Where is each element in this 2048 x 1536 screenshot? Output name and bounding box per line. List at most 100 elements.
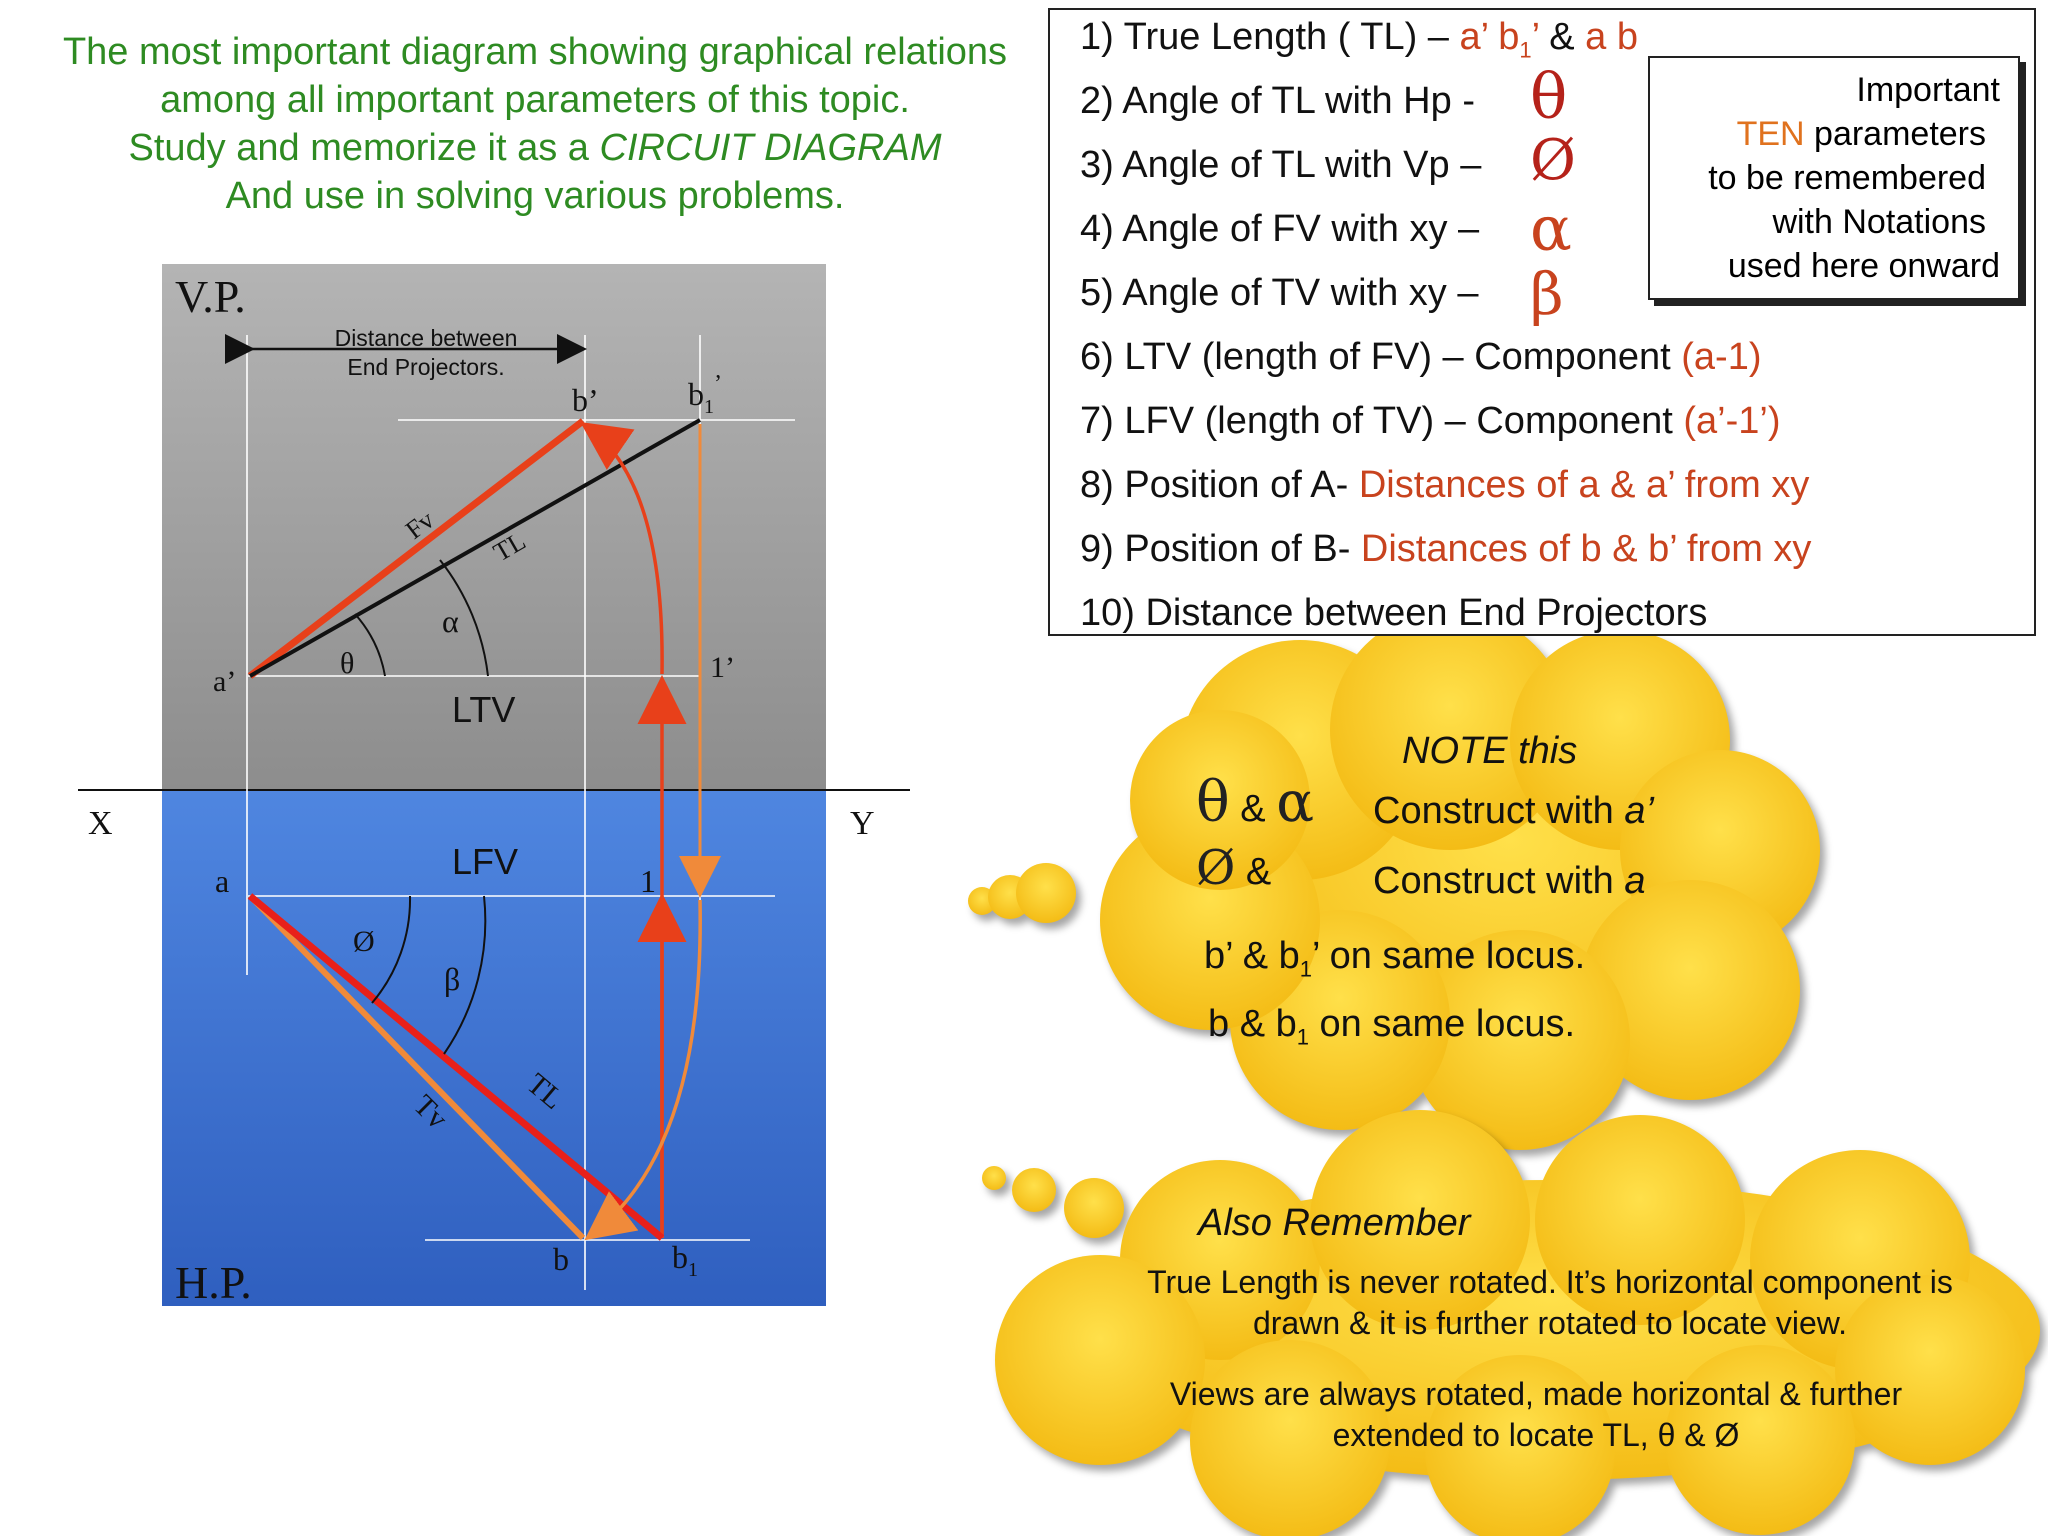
x-label: X bbox=[88, 805, 113, 842]
remember-p2-line-1: Views are always rotated, made horizonta… bbox=[1169, 1376, 1903, 1412]
note-row-1-amp: & bbox=[1240, 788, 1266, 830]
note-row-1: θ & α bbox=[1196, 770, 1314, 835]
point-b-dash: b’ bbox=[572, 382, 599, 418]
alpha-arc bbox=[439, 559, 489, 677]
point-b1-sub: 1 bbox=[688, 1259, 698, 1281]
note-alpha: α bbox=[1276, 770, 1315, 835]
note-row-1-label: Construct with bbox=[1373, 790, 1625, 832]
param-10: 10) Distance between End Projectors bbox=[1080, 592, 1708, 634]
callout-ten: TEN bbox=[1736, 115, 1805, 153]
param-8-prefix: 8) Position of A- bbox=[1080, 464, 1359, 506]
phi-symbol: Ø bbox=[1530, 128, 1576, 193]
note-row-2: Ø & bbox=[1196, 840, 1271, 896]
heading-line-4: And use in solving various problems. bbox=[225, 175, 845, 217]
beta-arc bbox=[443, 895, 487, 1055]
note-row-4-b: on same locus. bbox=[1308, 1003, 1576, 1045]
note-row-1-text: Construct with a’ bbox=[1373, 790, 1654, 833]
point-1-dash: 1’ bbox=[710, 651, 735, 684]
note-phi: Ø bbox=[1196, 840, 1236, 896]
note-row-2-amp: & bbox=[1245, 851, 1272, 893]
callout-line-1: Important bbox=[1856, 71, 2000, 109]
phi-label: Ø bbox=[353, 925, 375, 958]
note-row-3-a: b’ & b bbox=[1204, 935, 1300, 977]
remember-title: Also Remember bbox=[1198, 1202, 1471, 1244]
remember-p1-line-2: drawn & it is further rotated to locate … bbox=[1252, 1305, 1848, 1341]
note-row-1-italic: a’ bbox=[1624, 790, 1654, 832]
heading-line-3-prefix: Study and memorize it as a bbox=[128, 127, 600, 169]
distance-label-1: Distance between bbox=[335, 325, 518, 351]
param-1-red-sub: 1 bbox=[1519, 37, 1532, 63]
point-a: a bbox=[215, 863, 229, 899]
theta-label: θ bbox=[340, 647, 354, 680]
note-row-4-sub: 1 bbox=[1296, 1024, 1309, 1050]
param-6: 6) LTV (length of FV) – Component (a-1) bbox=[1080, 336, 1761, 379]
beta-label: β bbox=[444, 961, 460, 997]
callout-line-3: to be remembered bbox=[1708, 159, 1986, 197]
param-8: 8) Position of A- Distances of a & a’ fr… bbox=[1080, 464, 1809, 507]
fv-line bbox=[247, 418, 586, 679]
note-row-3-b: ’ on same locus. bbox=[1312, 935, 1586, 977]
param-1-prefix: 1) True Length ( TL) – bbox=[1080, 16, 1460, 58]
note-row-3-sub: 1 bbox=[1299, 956, 1313, 982]
remember-paragraph-1: True Length is never rotated. It’s horiz… bbox=[1100, 1262, 2000, 1344]
param-3: 3) Angle of TL with Vp – bbox=[1080, 144, 1482, 186]
callout-line-2-rest: parameters bbox=[1804, 115, 1986, 153]
note-row-2-italic: a bbox=[1624, 860, 1646, 902]
param-7: 7) LFV (length of TV) – Component (a’-1’… bbox=[1080, 400, 1781, 443]
param-9-red: Distances of b & b’ from xy bbox=[1360, 528, 1812, 570]
note-row-2-label: Construct with bbox=[1373, 860, 1625, 902]
point-a-dash: a’ bbox=[213, 665, 236, 698]
point-b1-base: b bbox=[672, 1239, 688, 1275]
y-label: Y bbox=[850, 805, 875, 842]
distance-label-2: End Projectors. bbox=[347, 354, 504, 380]
param-1: 1) True Length ( TL) – a’ b1’ & a b bbox=[1080, 16, 1638, 64]
phi-arc bbox=[371, 895, 412, 1004]
hp-label: H.P. bbox=[175, 1257, 252, 1308]
heading-line-1: The most important diagram showing graph… bbox=[62, 31, 1008, 73]
vp-label: V.P. bbox=[175, 271, 246, 322]
param-2: 2) Angle of TL with Hp - bbox=[1080, 80, 1475, 122]
point-b: b bbox=[553, 1241, 569, 1277]
ltv-label: LTV bbox=[452, 689, 515, 730]
param-9: 9) Position of B- Distances of b & b’ fr… bbox=[1080, 528, 1811, 571]
point-b1: b1 bbox=[672, 1239, 698, 1281]
note-title: NOTE this bbox=[1402, 730, 1578, 772]
point-b1-dash-tick: ’ bbox=[714, 371, 722, 397]
note-theta: θ bbox=[1196, 770, 1230, 835]
callout-line-4: with Notations bbox=[1772, 203, 1986, 241]
note-row-3: b’ & b1’ on same locus. bbox=[1204, 935, 1585, 983]
rotation-arc-hp bbox=[584, 899, 702, 1241]
heading-line-3: Study and memorize it as a CIRCUIT DIAGR… bbox=[20, 124, 1050, 172]
callout-line-2: TEN parameters bbox=[1650, 112, 1986, 156]
note-row-2-text: Construct with a bbox=[1373, 860, 1645, 903]
lfv-label: LFV bbox=[452, 841, 518, 882]
param-7-red: (a’-1’) bbox=[1683, 400, 1781, 442]
theta-arc bbox=[354, 613, 386, 677]
param-9-prefix: 9) Position of B- bbox=[1080, 528, 1361, 570]
param-1-red-c: a b bbox=[1585, 16, 1638, 58]
param-5: 5) Angle of TV with xy – bbox=[1080, 272, 1479, 314]
remember-p1-line-1: True Length is never rotated. It’s horiz… bbox=[1147, 1264, 1953, 1300]
callout-line-5: used here onward bbox=[1727, 247, 2000, 285]
point-1: 1 bbox=[640, 863, 656, 899]
beta-symbol: β bbox=[1530, 260, 1564, 328]
heading-line-2: among all important parameters of this t… bbox=[160, 79, 910, 121]
note-row-4-a: b & b bbox=[1208, 1003, 1297, 1045]
param-1-red-a: a’ b bbox=[1459, 16, 1520, 58]
note-cloud-shape bbox=[968, 610, 1820, 1150]
point-b1-dash-base: b bbox=[688, 376, 704, 412]
param-7-prefix: 7) LFV (length of TV) – Component bbox=[1080, 400, 1684, 442]
theta-symbol: θ bbox=[1530, 60, 1568, 133]
param-1-mid: & bbox=[1538, 16, 1586, 58]
heading: The most important diagram showing graph… bbox=[20, 28, 1050, 220]
param-1-red-b: ’ bbox=[1531, 16, 1539, 58]
remember-p2-line-2: extended to locate TL, θ & Ø bbox=[1332, 1417, 1740, 1453]
alpha-label: α bbox=[442, 603, 459, 639]
note-row-4: b & b1 on same locus. bbox=[1208, 1003, 1575, 1051]
tl-line-hp bbox=[247, 893, 665, 1241]
param-6-red: (a-1) bbox=[1681, 336, 1762, 378]
remember-paragraph-2: Views are always rotated, made horizonta… bbox=[1086, 1374, 1986, 1456]
heading-line-3-italic: CIRCUIT DIAGRAM bbox=[599, 127, 942, 169]
remember-cloud-shape bbox=[982, 1110, 2040, 1536]
